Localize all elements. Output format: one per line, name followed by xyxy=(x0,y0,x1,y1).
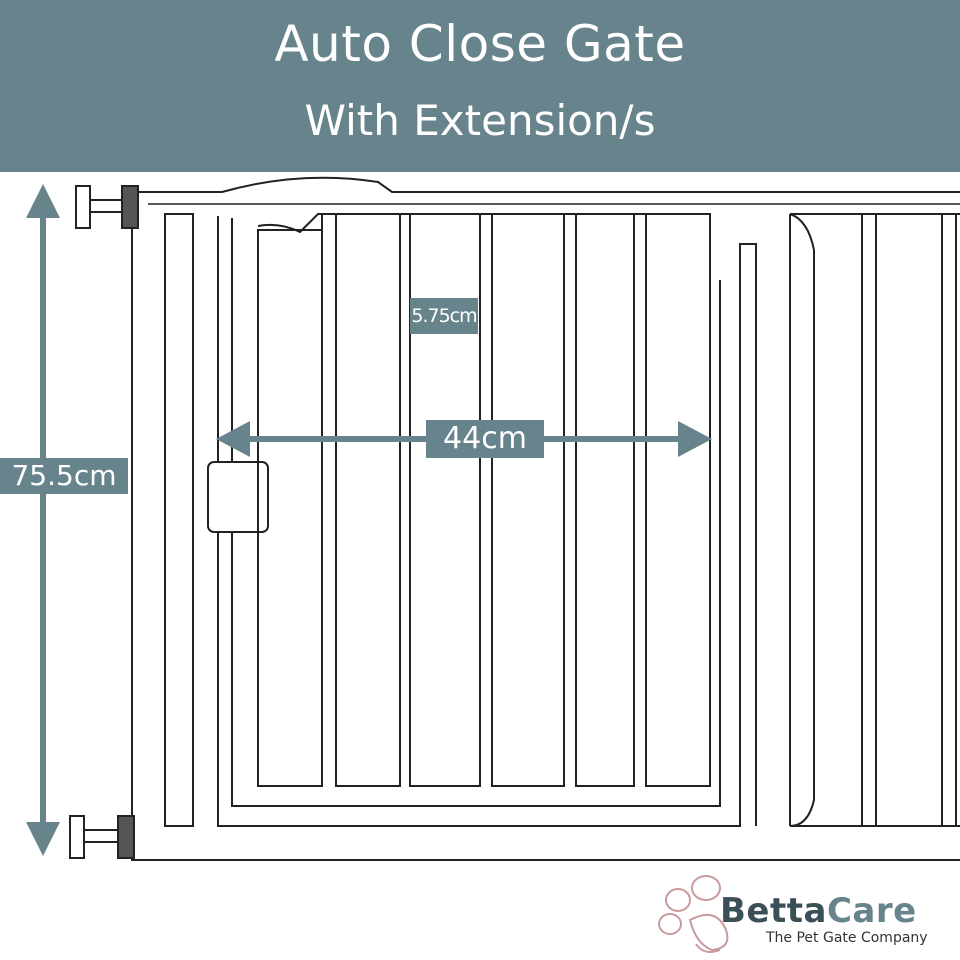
pressure-mount-bottom xyxy=(69,815,135,859)
page-title: Auto Close Gate xyxy=(274,15,686,73)
door-bar xyxy=(335,213,401,787)
door-bar xyxy=(575,213,635,787)
height-label: 75.5cm xyxy=(0,458,128,494)
brand-name-part1: Betta xyxy=(720,891,827,931)
left-post xyxy=(164,213,194,827)
door-frame xyxy=(217,216,757,827)
header-banner: Auto Close Gate With Extension/s xyxy=(0,0,960,172)
door-bar xyxy=(491,213,565,787)
brand-name: BettaCare xyxy=(720,890,956,932)
door-bar xyxy=(645,213,711,787)
height-dimension-arrow xyxy=(26,184,60,856)
gate-diagram xyxy=(26,176,960,953)
latch-block xyxy=(207,461,269,533)
width-label: 44cm xyxy=(426,420,544,458)
brand-name-part2: Care xyxy=(826,891,917,931)
page-subtitle: With Extension/s xyxy=(304,96,656,145)
bar-spacing-label: 5.75cm xyxy=(410,298,478,334)
pressure-mount-top xyxy=(75,185,139,229)
brand-tagline: The Pet Gate Company xyxy=(766,930,928,946)
extension-bar xyxy=(941,213,957,827)
gate-frame-outline xyxy=(131,176,960,861)
extension-bar xyxy=(861,213,877,827)
door-top-edge xyxy=(257,213,706,234)
paw-print-icon xyxy=(658,875,729,953)
brand-logo: BettaCare xyxy=(720,890,956,932)
